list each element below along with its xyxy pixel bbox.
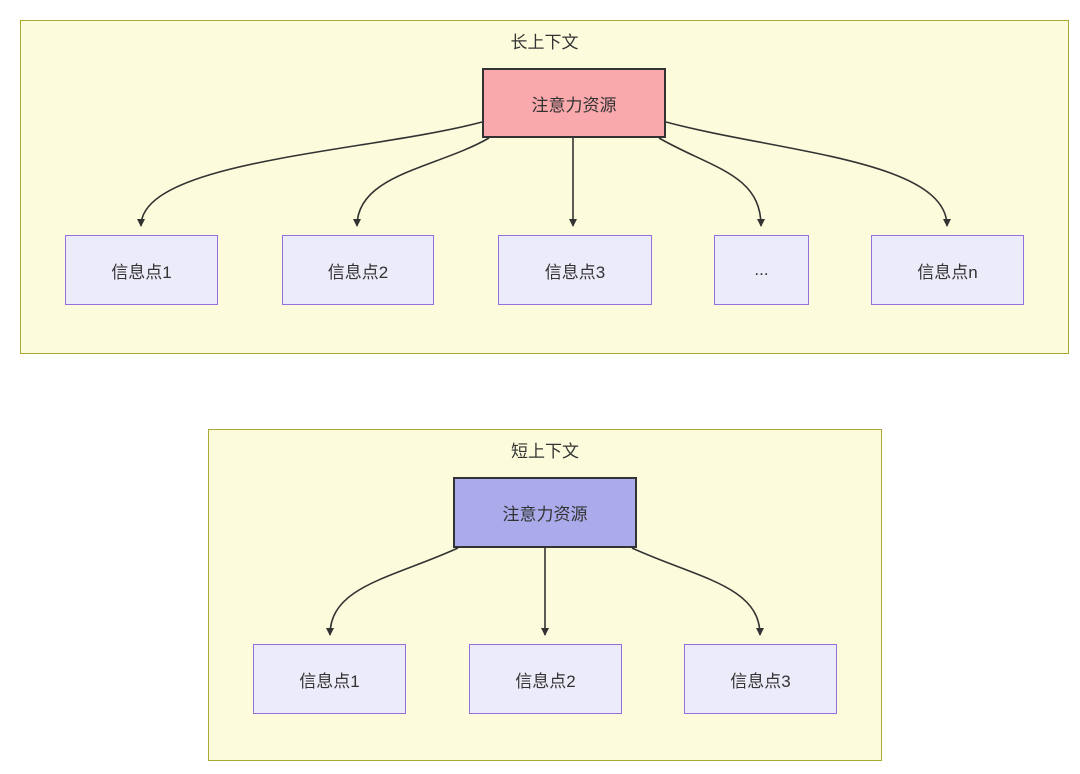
info-node-long-2: 信息点2 xyxy=(282,235,434,305)
info-node-short-3: 信息点3 xyxy=(684,644,837,714)
long-context-title: 长上下文 xyxy=(510,33,579,52)
attention-node-short: 注意力资源 xyxy=(453,477,637,548)
short-context-title: 短上下文 xyxy=(511,442,579,461)
info-node-long-1: 信息点1 xyxy=(65,235,218,305)
info-node-short-1: 信息点1 xyxy=(253,644,406,714)
info-node-long-3: 信息点3 xyxy=(498,235,652,305)
attention-node-long: 注意力资源 xyxy=(482,68,666,138)
info-node-long-n: 信息点n xyxy=(871,235,1024,305)
info-node-short-2: 信息点2 xyxy=(469,644,622,714)
info-node-long-ellipsis: ... xyxy=(714,235,809,305)
